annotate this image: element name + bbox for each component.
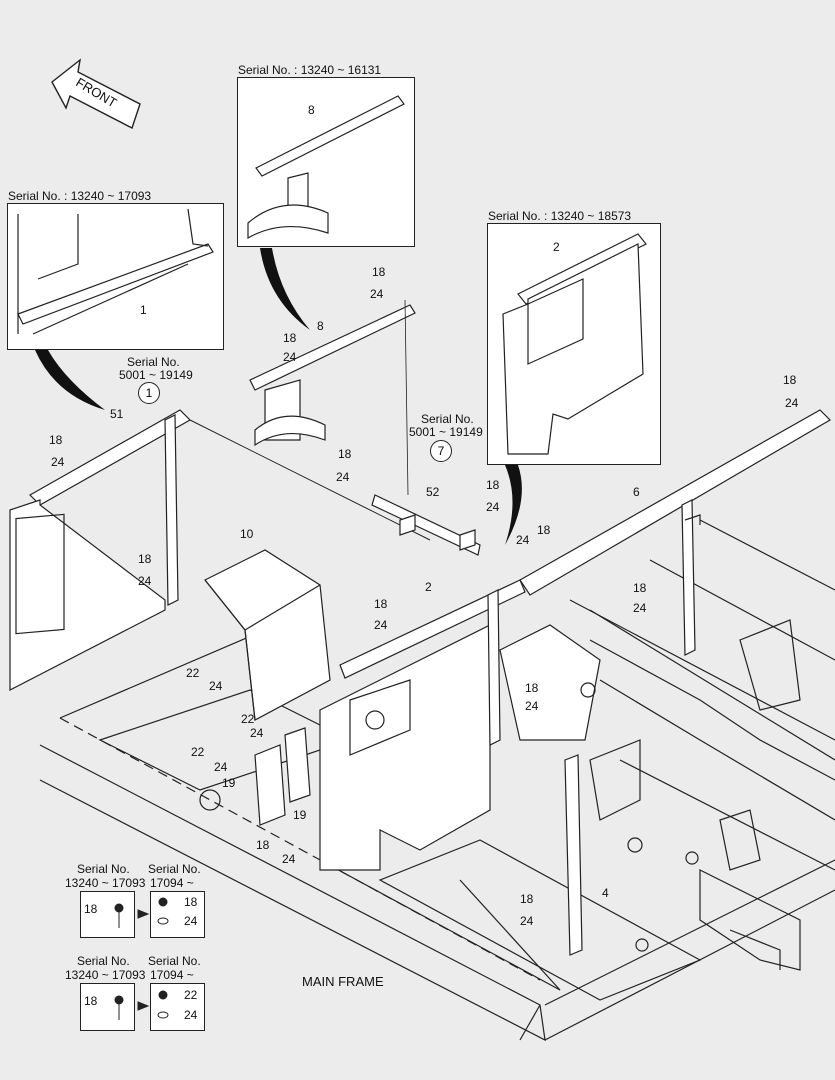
callout-1-ref: 1	[138, 382, 160, 404]
inset-a-box	[237, 77, 415, 247]
hw-24-n: 24	[282, 852, 296, 866]
part-2-label: 2	[425, 580, 432, 594]
hw-18-e: 18	[486, 478, 500, 492]
hw-18-k: 22	[186, 666, 200, 680]
member-6-art	[519, 409, 831, 656]
main-frame-label: MAIN FRAME	[302, 974, 384, 989]
hw-18-f: 18	[537, 523, 551, 537]
inset-leaders	[35, 248, 522, 545]
hw-24-a: 24	[370, 287, 384, 301]
main-frame-outline	[39, 519, 835, 1042]
hw-24-e: 24	[486, 500, 500, 514]
callout-7-title: Serial No.	[421, 412, 474, 426]
legend-1-left-box	[80, 891, 135, 938]
legend-2-right-top: 22	[184, 988, 198, 1002]
part-19a-label: 19	[222, 776, 236, 790]
hw-18-l: 18	[525, 681, 539, 695]
front-arrow-icon	[51, 58, 141, 129]
hw-18-b: 18	[283, 331, 297, 345]
duct-10-art	[204, 549, 331, 721]
legend-1-left-range: 13240 ~ 17093	[65, 876, 146, 890]
hw-18-d: 18	[338, 447, 352, 461]
part-10-label: 10	[240, 527, 254, 541]
hw-24-h: 24	[138, 574, 152, 588]
post-4-art	[564, 754, 583, 956]
inset-c-serial: Serial No. : 13240 ~ 18573	[488, 209, 632, 223]
hw-24-b: 24	[283, 350, 297, 364]
panel-2-art	[319, 579, 526, 871]
hw-24-i: 24	[374, 618, 388, 632]
inset-a-part-label: 8	[308, 103, 315, 117]
inset-b-part-label: 1	[140, 303, 147, 317]
hw-18-i: 18	[374, 597, 388, 611]
inset-b-box	[7, 203, 224, 350]
inset-c-box	[487, 223, 661, 465]
hw-18-n: 18	[520, 892, 534, 906]
legend-2-right-bottom: 24	[184, 1008, 198, 1022]
support-bracket-art	[499, 624, 601, 741]
hw-24-k: 24	[209, 679, 223, 693]
part-8-label: 8	[317, 319, 324, 333]
legend-1-left-title: Serial No.	[77, 862, 130, 876]
callout-1-title: Serial No.	[127, 355, 180, 369]
hw-24-o: 24	[520, 914, 534, 928]
callout-7-range: 5001 ~ 19149	[409, 425, 483, 439]
hw-18-j: 18	[633, 581, 647, 595]
pads-19-art	[254, 727, 311, 826]
legend-1-right-range: 17094 ~	[150, 876, 194, 890]
hw-18-c: 18	[49, 433, 63, 447]
legend-2-right-range: 17094 ~	[150, 968, 194, 982]
hw-24-m: 24	[525, 699, 539, 713]
hw-18-g: 18	[783, 373, 797, 387]
hw-22-a: 22	[241, 712, 255, 726]
part-4-label: 4	[602, 886, 609, 900]
part-52-label: 52	[426, 485, 440, 499]
hw-24-g: 24	[785, 396, 799, 410]
hw-18-a: 18	[372, 265, 386, 279]
bracket-8-art	[249, 304, 416, 447]
hw-24-p: 24	[214, 760, 228, 774]
part-51-label: 51	[110, 407, 124, 421]
hw-18-m: 18	[256, 838, 270, 852]
hw-18-h: 18	[138, 552, 152, 566]
part-19b-label: 19	[293, 808, 307, 822]
legend-2-left-part: 18	[84, 994, 98, 1008]
inset-a-serial: Serial No. : 13240 ~ 16131	[238, 63, 382, 77]
inset-b-serial: Serial No. : 13240 ~ 17093	[8, 189, 152, 203]
bracket-52-art	[371, 299, 481, 556]
legend-2-left-box	[80, 983, 135, 1031]
hw-24-c: 24	[51, 455, 65, 469]
panel-51-art	[9, 409, 431, 691]
hw-24-l: 24	[250, 726, 264, 740]
part-6-label: 6	[633, 485, 640, 499]
inset-c-part-label: 2	[553, 240, 560, 254]
hw-24-j: 24	[633, 601, 647, 615]
hw-22-b: 22	[191, 745, 205, 759]
legend-1-right-title: Serial No.	[148, 862, 201, 876]
inset-a-art	[247, 95, 405, 240]
legend-1-right-top: 18	[184, 895, 198, 909]
hw-24-d: 24	[336, 470, 350, 484]
inset-b-art	[17, 208, 214, 335]
legend-1-right-bottom: 24	[184, 914, 198, 928]
legend-1-left-part: 18	[84, 902, 98, 916]
legend-2-left-range: 13240 ~ 17093	[65, 968, 146, 982]
legend-1-right-box	[150, 891, 205, 938]
hw-24-f: 24	[516, 533, 530, 547]
inset-c-art	[502, 233, 647, 455]
legend-2-left-title: Serial No.	[77, 954, 130, 968]
callout-7-ref: 7	[430, 440, 452, 462]
legend-2-right-title: Serial No.	[148, 954, 201, 968]
callout-1-range: 5001 ~ 19149	[119, 368, 193, 382]
